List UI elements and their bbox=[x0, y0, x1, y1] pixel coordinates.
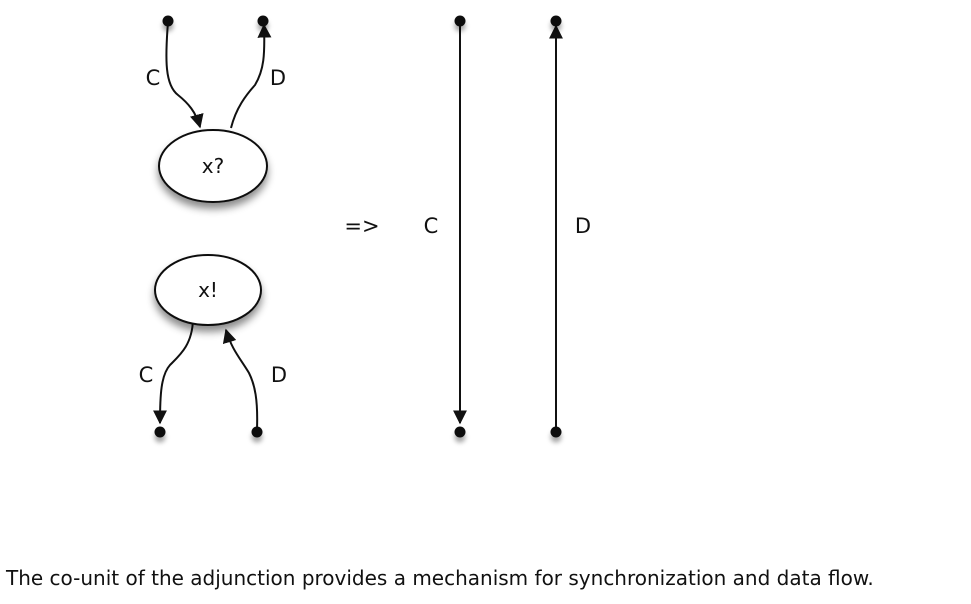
bottom-wire-c-label: C bbox=[139, 363, 154, 387]
top-node-x-query bbox=[158, 129, 268, 203]
straight-wire-c-label: C bbox=[424, 214, 439, 238]
straight-wire-c-bottom-endpoint bbox=[454, 426, 466, 438]
bottom-wire-c-endpoint bbox=[154, 426, 166, 438]
straight-wire-d-label: D bbox=[575, 214, 591, 238]
figure-caption: The co-unit of the adjunction provides a… bbox=[6, 566, 874, 590]
top-wire-d-label: D bbox=[270, 66, 286, 90]
top-node-label: x? bbox=[202, 154, 224, 178]
top-wire-c-endpoint bbox=[162, 15, 174, 27]
bottom-wire-c-out bbox=[153, 319, 194, 425]
straight-wire-d-bottom-endpoint bbox=[550, 426, 562, 438]
bottom-node-group: x! C D bbox=[139, 254, 287, 438]
transformation-arrow: => bbox=[344, 214, 379, 238]
top-node-group: x? C D bbox=[146, 15, 286, 203]
top-wire-c-label: C bbox=[146, 66, 161, 90]
bottom-node-x-bang bbox=[154, 254, 262, 326]
top-wire-d-endpoint bbox=[257, 15, 269, 27]
right-diagram-group: C D bbox=[424, 15, 591, 438]
bottom-wire-d-label: D bbox=[271, 363, 287, 387]
top-wire-d-out bbox=[230, 23, 272, 129]
bottom-wire-d-endpoint bbox=[251, 426, 263, 438]
bottom-node-label: x! bbox=[198, 278, 218, 302]
top-wire-c-in bbox=[165, 21, 204, 129]
straight-wire-c-top-endpoint bbox=[454, 15, 466, 27]
bottom-wire-d-in bbox=[222, 328, 259, 430]
straight-wire-d-top-endpoint bbox=[550, 15, 562, 27]
